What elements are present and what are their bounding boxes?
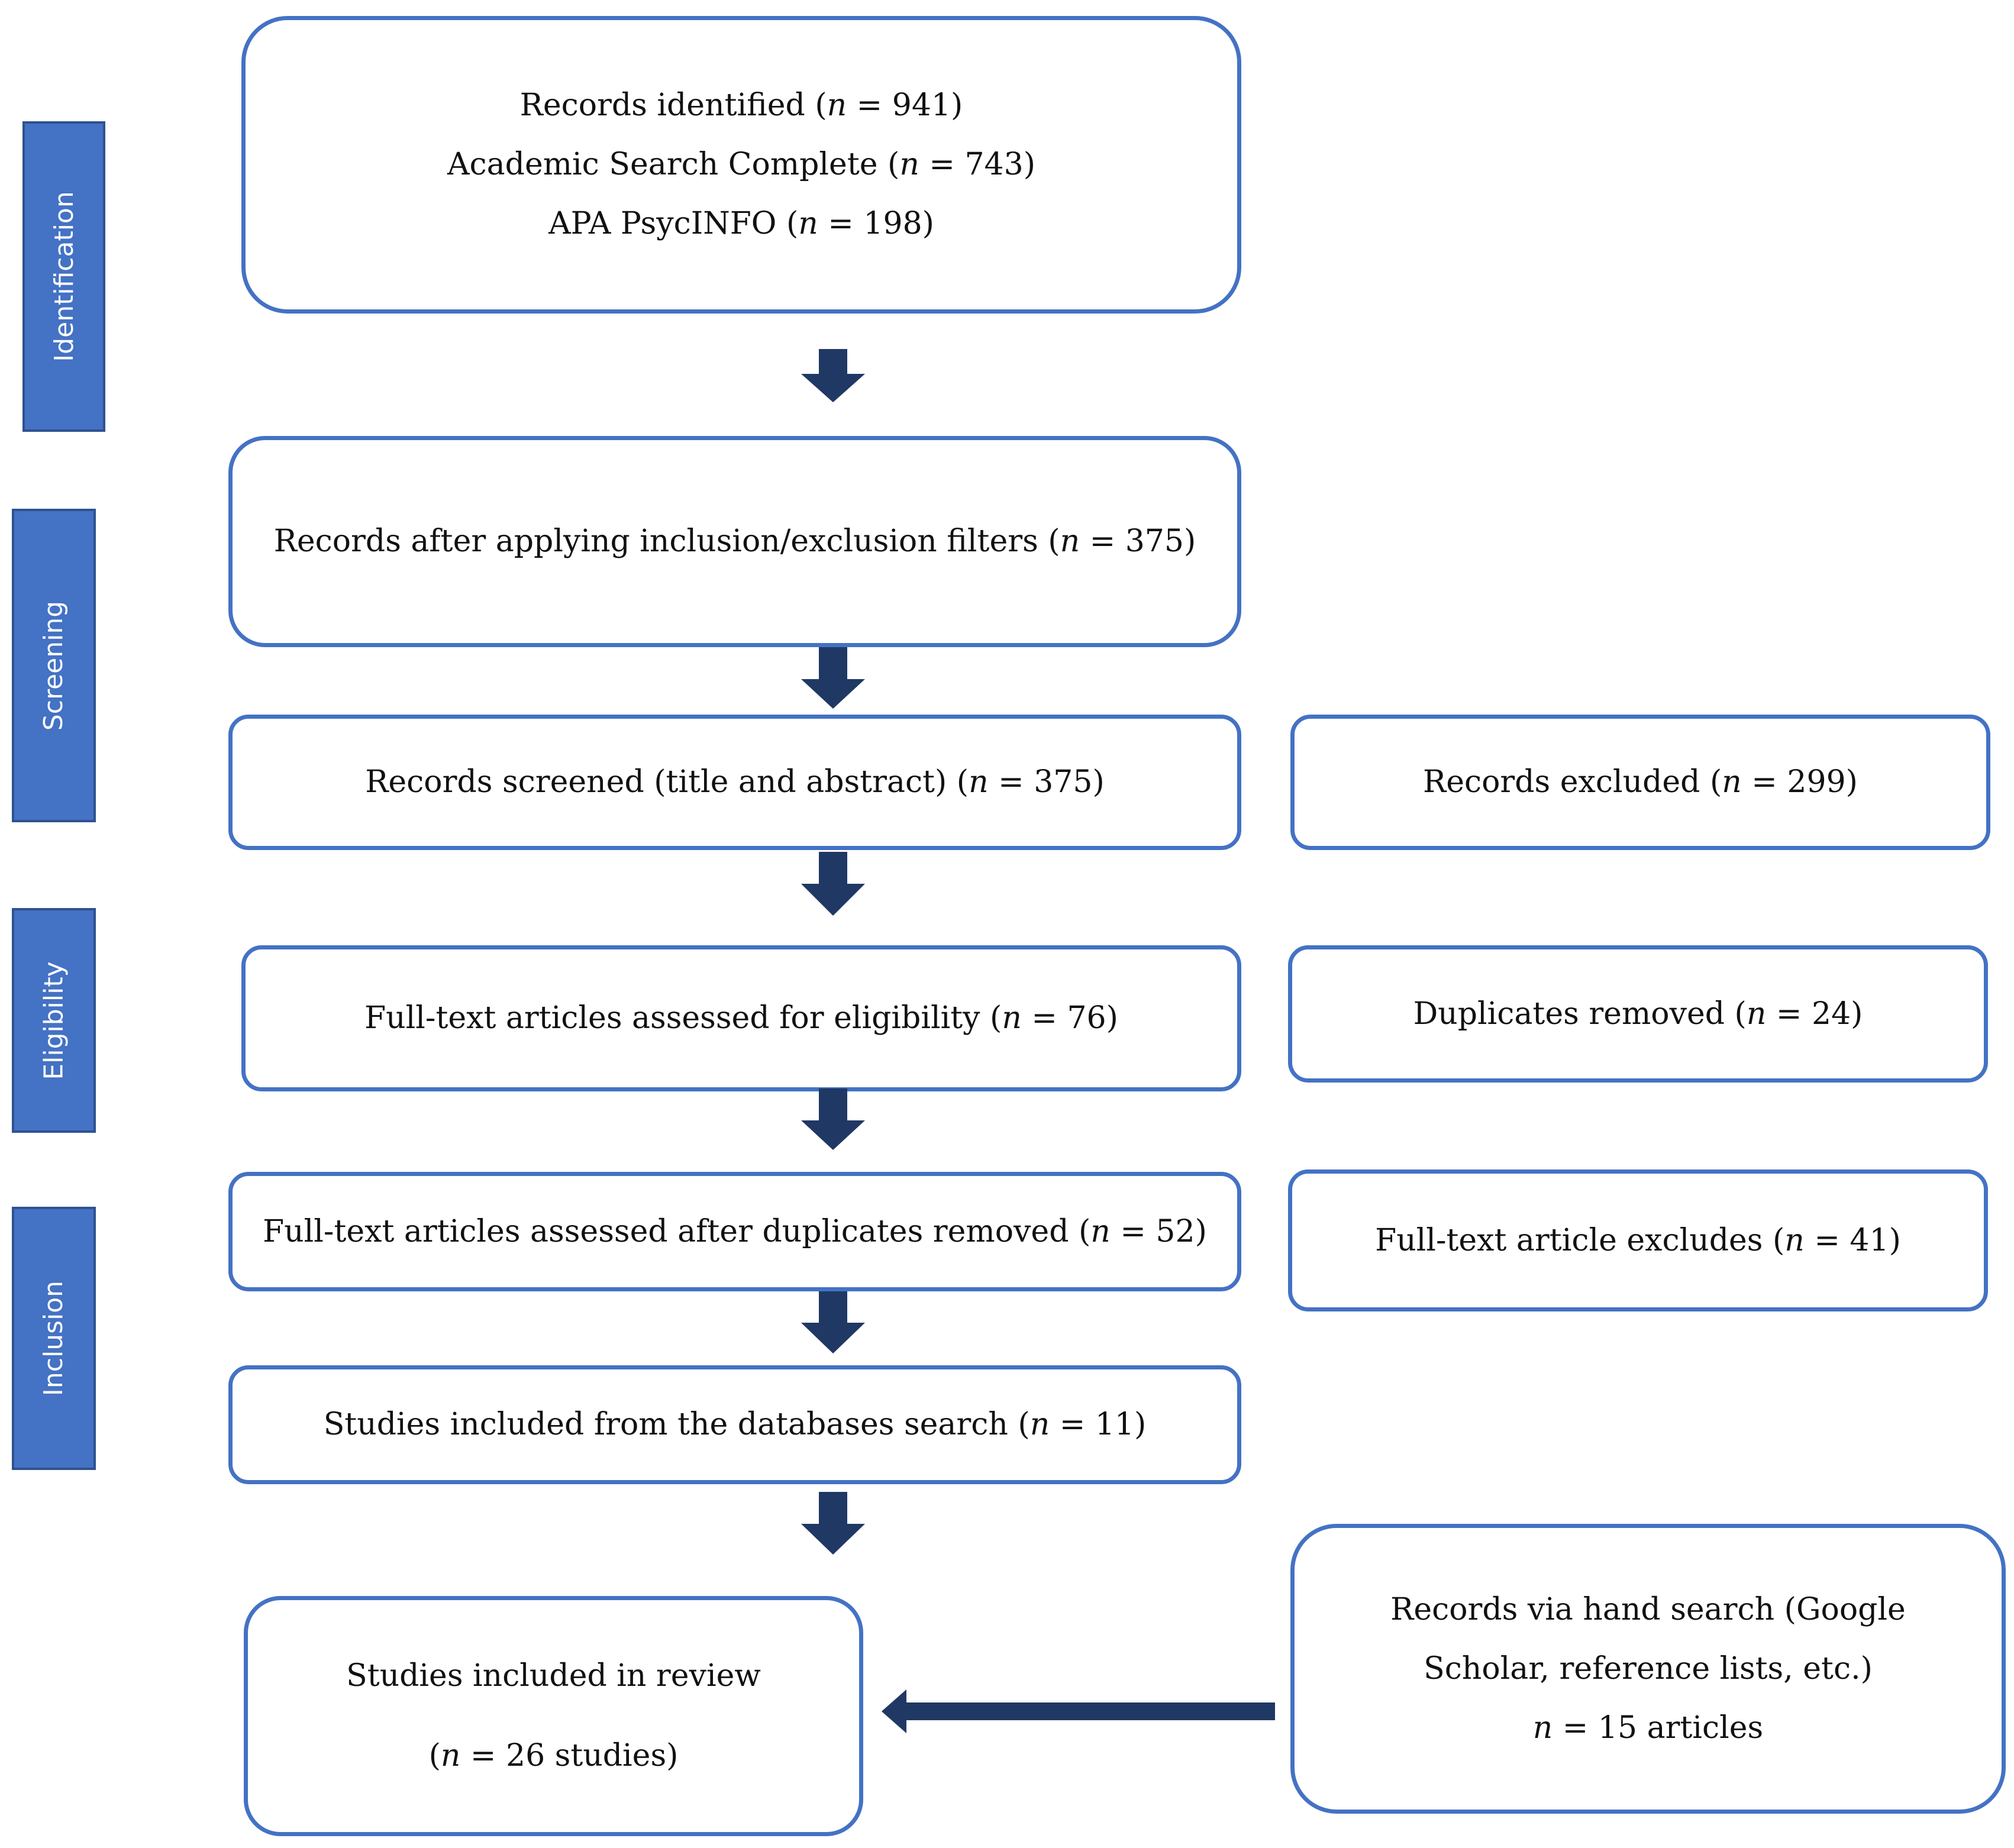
academic-search-complete-text: Academic Search Complete (n = 743) (447, 147, 1035, 182)
database-studies-text: Studies included from the databases sear… (323, 1407, 1147, 1442)
fulltext-assessed-box: Full-text articles assessed for eligibil… (241, 945, 1241, 1091)
after-duplicates-text: Full-text articles assessed after duplic… (263, 1213, 1207, 1249)
review-studies-box: Studies included in review (n = 26 studi… (244, 1596, 863, 1836)
hand-search-line2: Scholar, reference lists, etc.) (1424, 1650, 1873, 1687)
records-screened-text: Records screened (title and abstract) (n… (365, 764, 1105, 800)
duplicates-removed-text: Duplicates removed (n = 24) (1413, 996, 1863, 1032)
stage-identification: Identification (22, 121, 105, 432)
arrow-down-4 (801, 1088, 865, 1150)
arrow-down-3 (801, 852, 865, 916)
stage-eligibility: Eligibility (12, 908, 96, 1133)
review-studies-title: Studies included in review (346, 1658, 761, 1694)
review-studies-count: (n = 26 studies) (428, 1738, 679, 1773)
records-excluded-text: Records excluded (n = 299) (1423, 764, 1858, 800)
database-studies-box: Studies included from the databases sear… (228, 1365, 1241, 1484)
after-duplicates-box: Full-text articles assessed after duplic… (228, 1172, 1241, 1291)
fulltext-assessed-text: Full-text articles assessed for eligibil… (364, 1000, 1118, 1036)
arrow-down-2 (801, 647, 865, 709)
fulltext-excluded-text: Full-text article excludes (n = 41) (1375, 1222, 1901, 1258)
arrow-down-1 (801, 349, 865, 402)
arrow-left-hand-search (882, 1689, 1275, 1733)
hand-search-box: Records via hand search (Google Scholar,… (1290, 1524, 2006, 1814)
apa-psycinfo-text: APA PsycINFO (n = 198) (548, 206, 934, 241)
stage-screening: Screening (12, 509, 96, 822)
records-identified-box: Records identified (n = 941) Academic Se… (241, 16, 1241, 314)
after-filters-text: Records after applying inclusion/exclusi… (273, 524, 1196, 559)
arrow-down-5 (801, 1291, 865, 1353)
fulltext-excluded-box: Full-text article excludes (n = 41) (1288, 1169, 1988, 1311)
hand-search-line1: Records via hand search (Google (1390, 1591, 1906, 1627)
stage-inclusion: Inclusion (12, 1207, 96, 1470)
records-screened-box: Records screened (title and abstract) (n… (228, 715, 1241, 850)
after-filters-box: Records after applying inclusion/exclusi… (228, 436, 1241, 647)
records-excluded-box: Records excluded (n = 299) (1290, 715, 1990, 850)
records-identified-text: Records identified (n = 941) (519, 88, 963, 123)
duplicates-removed-box: Duplicates removed (n = 24) (1288, 945, 1988, 1083)
hand-search-count: n = 15 articles (1532, 1710, 1764, 1746)
arrow-down-6 (801, 1492, 865, 1555)
